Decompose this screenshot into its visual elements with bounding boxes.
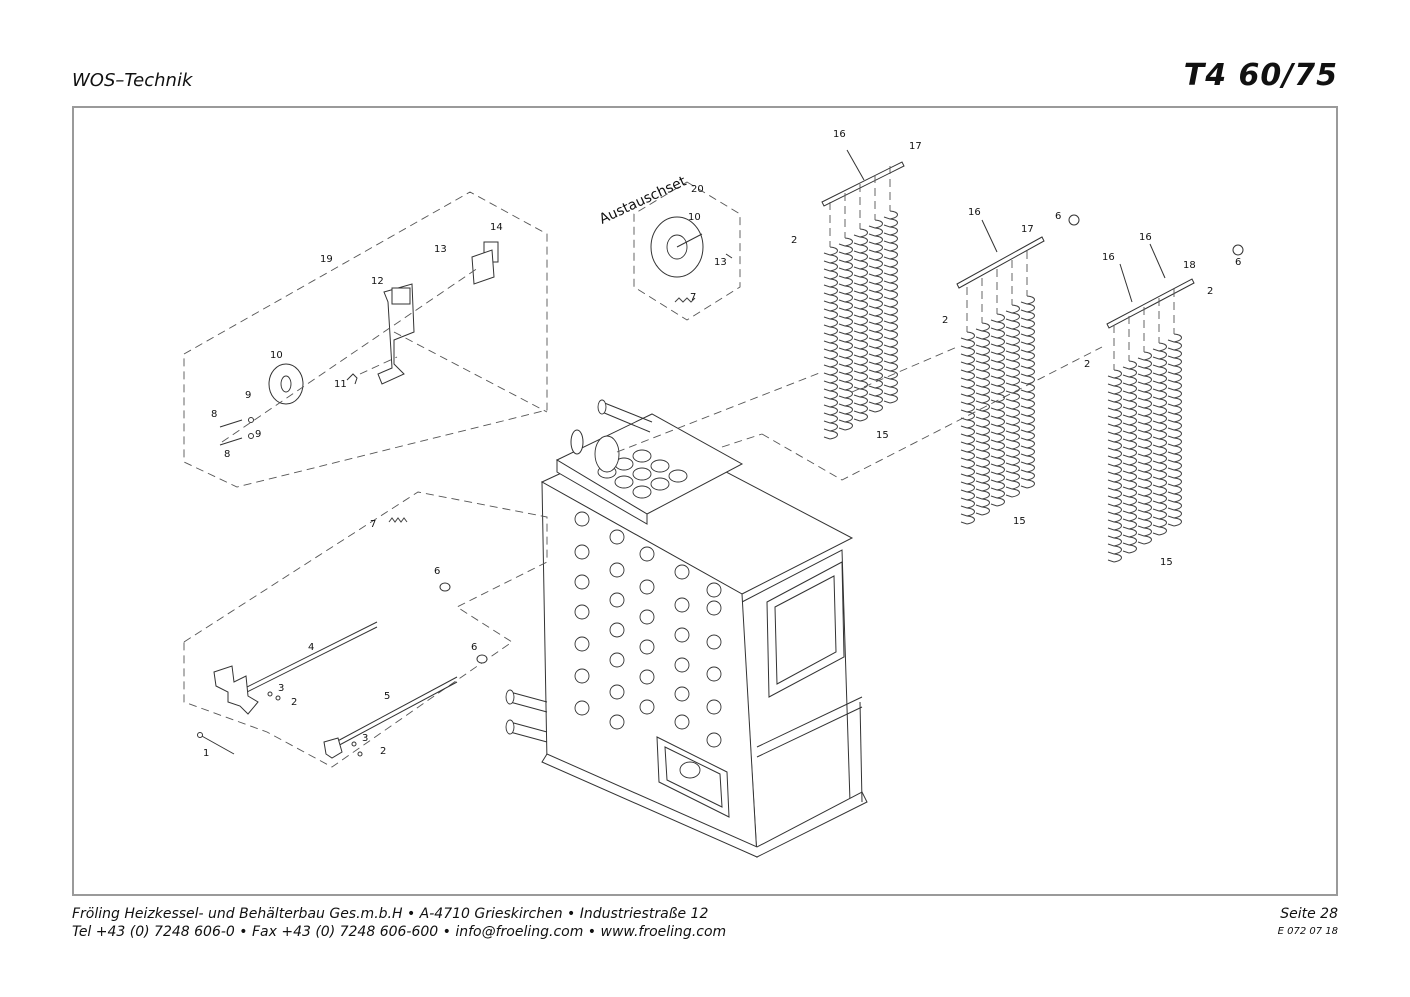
turbulator-coil — [990, 313, 1005, 507]
callout-label: 18 — [1183, 260, 1196, 271]
turbulator-coil — [1137, 351, 1152, 545]
turbulator-coil — [1122, 360, 1137, 554]
page-number: Seite 28 — [1280, 906, 1338, 922]
turbulator-coil — [853, 228, 868, 422]
callout-label: 14 — [490, 222, 503, 233]
callout-label: 11 — [334, 379, 347, 390]
turbulator-coil — [823, 246, 838, 440]
turbulator-set-2 — [956, 219, 1045, 289]
callout-label: 3 — [362, 733, 368, 744]
turbulator-coil — [883, 210, 898, 404]
turbulator-coil — [1107, 369, 1122, 563]
callout-label: 15 — [876, 430, 889, 441]
callout-label: 1 — [203, 748, 209, 759]
turbulator-coil — [1167, 333, 1182, 527]
callout-label: 6 — [1055, 211, 1061, 222]
callout-label: 15 — [1013, 516, 1026, 527]
boiler-body — [505, 399, 868, 858]
callout-label: 19 — [320, 254, 333, 265]
nut-icon — [1232, 244, 1244, 256]
turbulator-set-3 — [1106, 243, 1195, 329]
footer-company: Fröling Heizkessel- und Behälterbau Ges.… — [72, 905, 726, 941]
callout-label: 2 — [791, 235, 797, 246]
model-title: T4 60/75 — [1183, 58, 1338, 93]
callout-label: 13 — [434, 244, 447, 255]
document-section-title: WOS–Technik — [72, 70, 193, 91]
turbulator-coil — [1152, 342, 1167, 536]
exchange-set-group: Austauschset — [597, 173, 741, 321]
exploded-view-frame: Austauschset — [72, 106, 1338, 896]
turbulator-coils — [823, 166, 1182, 563]
callout-label: 5 — [384, 691, 390, 702]
callout-label: 6 — [471, 642, 477, 653]
footer-address-line: Fröling Heizkessel- und Behälterbau Ges.… — [72, 906, 709, 922]
turbulator-coil — [975, 322, 990, 516]
callout-label: 6 — [434, 566, 440, 577]
document-code: E 072 07 18 — [1277, 926, 1338, 937]
callout-label: 2 — [942, 315, 948, 326]
callout-label: 2 — [1207, 286, 1213, 297]
exploded-parts-diagram: Austauschset — [183, 129, 1244, 858]
callout-label: 15 — [1160, 557, 1173, 568]
callout-label: 12 — [371, 276, 384, 287]
callout-label: 8 — [211, 409, 217, 420]
turbulator-coil — [838, 237, 853, 431]
callout-label: 4 — [308, 642, 314, 653]
callout-label: 16 — [1102, 252, 1115, 263]
callout-label: 6 — [1235, 257, 1241, 268]
callout-label: 2 — [291, 697, 297, 708]
turbulator-set-1 — [821, 149, 905, 207]
front-tube-holes — [574, 511, 722, 748]
callout-label: 16 — [833, 129, 846, 140]
turbulator-coil — [960, 331, 975, 525]
callout-label: 10 — [270, 350, 283, 361]
callout-label: 16 — [1139, 232, 1152, 243]
turbulator-coil — [1020, 295, 1035, 489]
callout-label: 2 — [380, 746, 386, 757]
callout-label: 9 — [255, 429, 261, 440]
nut-icon — [1068, 214, 1080, 226]
footer-page-info: Seite 28 E 072 07 18 — [1278, 905, 1338, 941]
turbulator-coil — [868, 219, 883, 413]
callout-label: 13 — [714, 257, 727, 268]
turbulator-coil — [1005, 304, 1020, 498]
footer-contact-line: Tel +43 (0) 7248 606-0 • Fax +43 (0) 724… — [72, 924, 727, 940]
callout-label: 20 — [691, 184, 704, 195]
callout-label: 7 — [370, 519, 376, 530]
callout-label: 2 — [1084, 359, 1090, 370]
callout-label: 9 — [245, 390, 251, 401]
callout-label: 3 — [278, 683, 284, 694]
drive-assembly-group — [183, 191, 548, 488]
shaft-assembly — [183, 491, 548, 768]
callout-label: 8 — [224, 449, 230, 460]
hopper-holes — [594, 435, 688, 499]
callout-label: 17 — [1021, 224, 1034, 235]
callout-label: 16 — [968, 207, 981, 218]
callout-label: 10 — [688, 212, 701, 223]
callout-labels: 16 17 2 15 16 17 6 2 15 16 16 18 6 2 2 1… — [203, 129, 1241, 759]
callout-label: 7 — [690, 292, 696, 303]
callout-label: 17 — [909, 141, 922, 152]
